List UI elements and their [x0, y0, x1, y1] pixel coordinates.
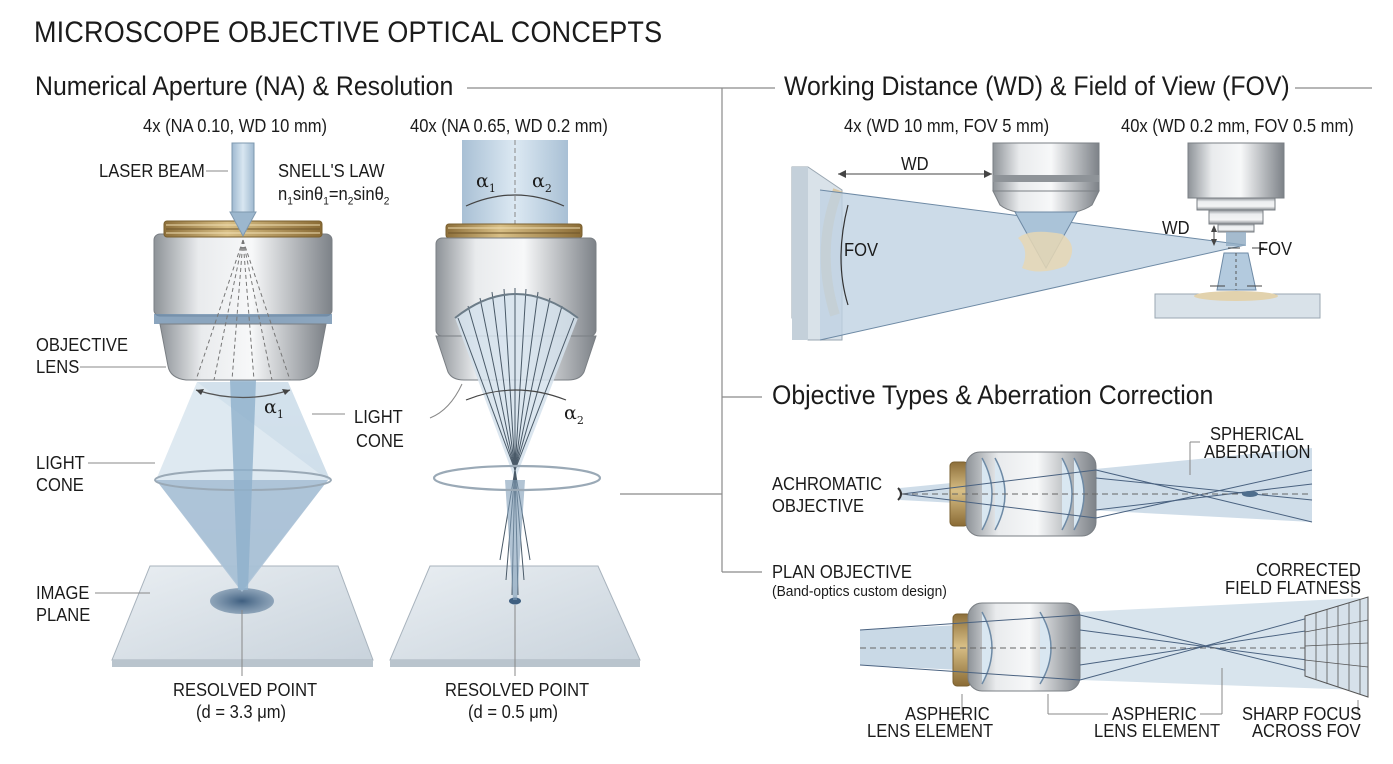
alpha2-cone-label: α2: [564, 402, 584, 427]
alpha1-low-label: α1: [264, 396, 284, 421]
plan-objective-label: PLAN OBJECTIVE: [772, 562, 912, 582]
alpha2-high-label: α2: [532, 170, 552, 195]
light-cone-mid-label-1: LIGHT: [354, 407, 403, 427]
aspheric-label-1a: ASPHERIC: [905, 704, 990, 724]
aspheric-label-2b: LENS ELEMENT: [1094, 721, 1221, 741]
high-resolved-point-label: RESOLVED POINT: [445, 680, 590, 700]
aspheric-label-2a: ASPHERIC: [1112, 704, 1197, 724]
na-leader-lines: [80, 170, 516, 676]
laser-beam-label: LASER BEAM: [99, 161, 205, 181]
corrected-label-2: FIELD FLATNESS: [1225, 578, 1361, 598]
wd-low-caption: 4x (WD 10 mm, FOV 5 mm): [844, 116, 1050, 136]
high-resolved-d-label: (d = 0.5 μm): [468, 702, 559, 722]
image-plane-label-2: PLANE: [36, 605, 91, 625]
main-title: MICROSCOPE OBJECTIVE OPTICAL CONCEPTS: [34, 16, 663, 49]
light-cone-label-2: CONE: [36, 475, 84, 495]
low-na-objective-illustration: [111, 142, 374, 667]
low-resolved-point-label: RESOLVED POINT: [173, 680, 318, 700]
plan-objective-illustration: [859, 570, 1370, 715]
sharp-focus-label-1: SHARP FOCUS: [1242, 704, 1362, 724]
light-cone-label-1: LIGHT: [36, 453, 85, 473]
wd-high-caption: 40x (WD 0.2 mm, FOV 0.5 mm): [1121, 116, 1354, 136]
wd-heading: Working Distance (WD) & Field of View (F…: [784, 71, 1290, 101]
achromatic-label-2: OBJECTIVE: [772, 496, 865, 516]
low-barrel: [153, 233, 333, 317]
spherical-aberration-label-1: SPHERICAL: [1210, 424, 1304, 444]
objective-lens-label-1: OBJECTIVE: [36, 335, 129, 355]
wd-low-label: WD: [901, 154, 929, 174]
types-heading: Objective Types & Aberration Correction: [772, 380, 1214, 410]
achromatic-objective-illustration: [897, 441, 1313, 537]
snell-law-title: SNELL'S LAW: [278, 161, 385, 181]
section-connectors: [467, 87, 1372, 573]
wd-fov-illustration: [791, 142, 1321, 341]
high-na-caption: 40x (NA 0.65, WD 0.2 mm): [410, 116, 608, 136]
snell-law-equation: n1sinθ1=n2sinθ2: [278, 184, 390, 208]
high-na-objective-illustration: [389, 140, 641, 667]
low-resolved-spot: [210, 588, 274, 614]
spherical-aberration-label-2: ABERRATION: [1204, 442, 1311, 462]
fov-low-label: FOV: [844, 240, 879, 260]
fov-high-label: FOV: [1258, 239, 1293, 259]
sharp-focus-label-2: ACROSS FOV: [1252, 721, 1361, 741]
corrected-label-1: CORRECTED: [1256, 560, 1361, 580]
wd-high-label: WD: [1162, 218, 1190, 238]
na-heading: Numerical Aperture (NA) & Resolution: [35, 71, 454, 101]
image-plane-label-1: IMAGE: [36, 583, 90, 603]
achromatic-label-1: ACHROMATIC: [772, 474, 883, 494]
alpha1-high-label: α1: [476, 170, 496, 195]
light-cone-mid-label-2: CONE: [356, 431, 404, 451]
objective-lens-label-2: LENS: [36, 357, 80, 377]
low-na-caption: 4x (NA 0.10, WD 10 mm): [143, 116, 328, 136]
plan-objective-sublabel: (Band-optics custom design): [772, 583, 947, 600]
low-resolved-d-label: (d = 3.3 μm): [196, 702, 287, 722]
high-cone-ring: [432, 464, 602, 492]
high-resolved-spot: [509, 597, 521, 605]
aspheric-label-1b: LENS ELEMENT: [867, 721, 994, 741]
